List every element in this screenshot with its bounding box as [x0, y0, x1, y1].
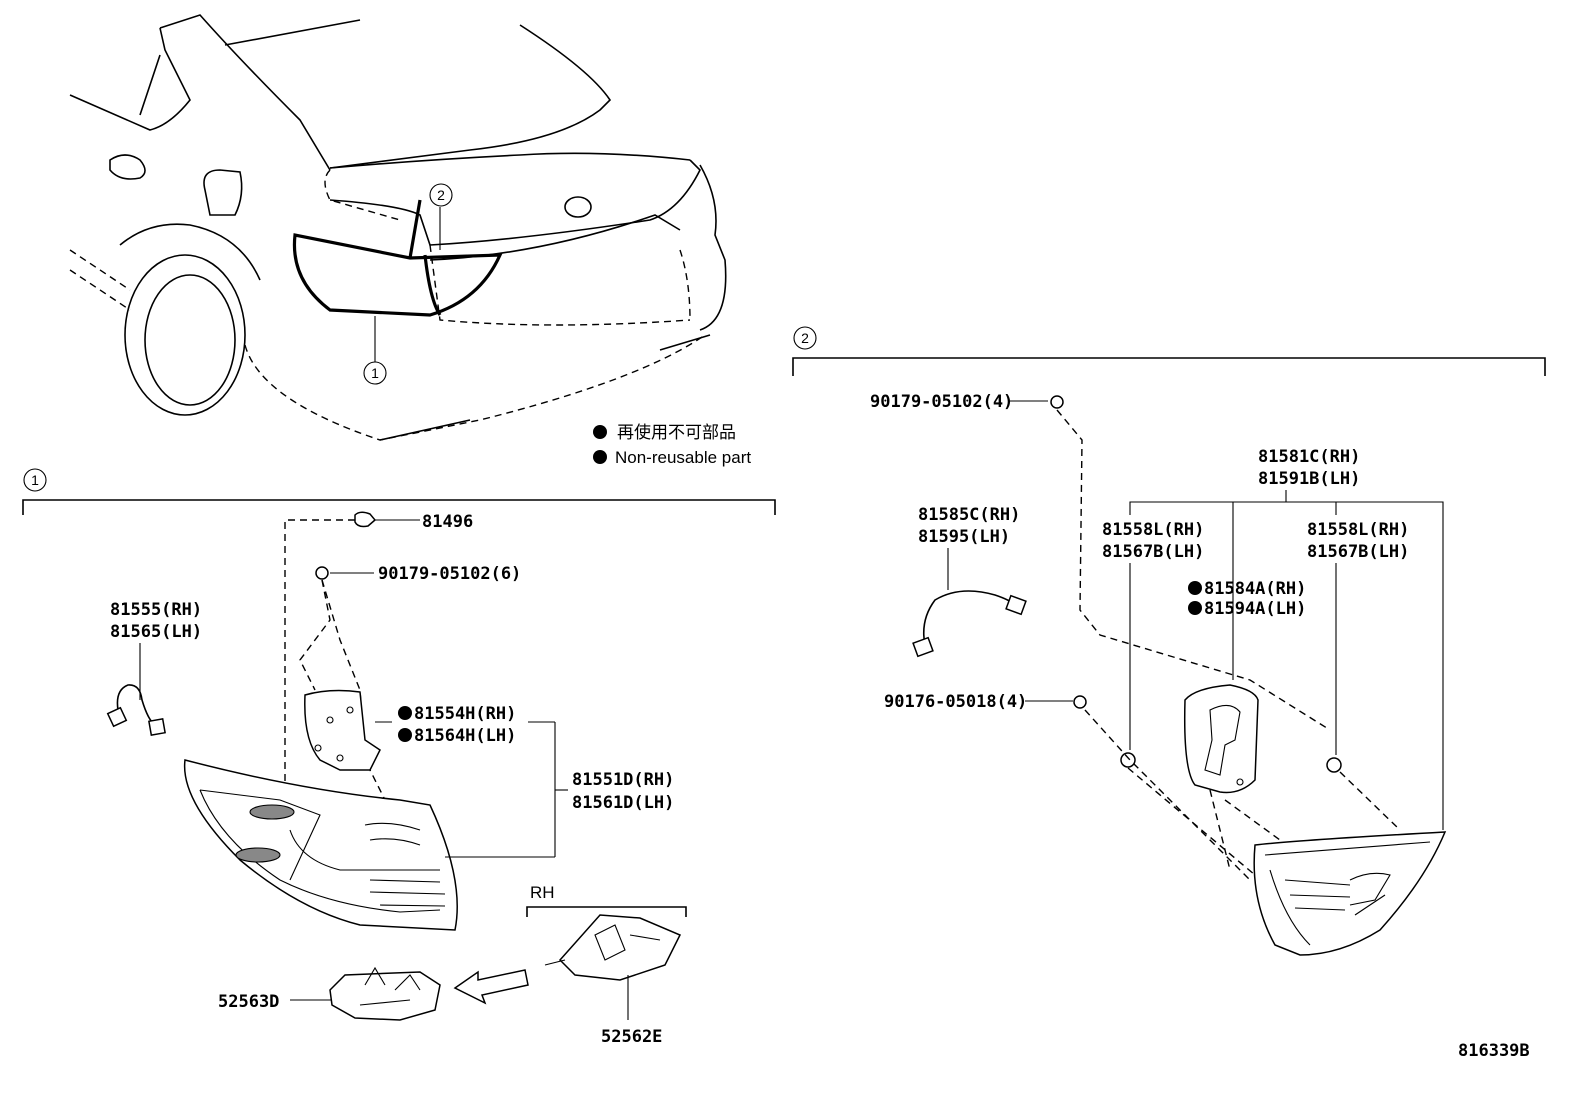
part-81554h-labels: 81554H(RH) 81564H(LH)	[398, 704, 555, 746]
section-2-header: 2	[792, 326, 1546, 376]
svg-text:90179-05102(4): 90179-05102(4)	[870, 392, 1013, 412]
svg-text:81595(LH): 81595(LH)	[918, 527, 1010, 547]
part-81555-81565: 81555(RH) 81565(LH)	[106, 600, 202, 736]
part-81496: 81496	[354, 511, 473, 532]
non-reusable-dot-icon	[1188, 581, 1202, 595]
part-90179-05102-4: 90179-05102(4)	[870, 392, 1064, 412]
legend: 再使用不可部品 Non-reusable part	[593, 422, 751, 467]
svg-text:81581C(RH): 81581C(RH)	[1258, 447, 1360, 467]
section-1-header: 1	[22, 468, 776, 515]
svg-text:81564H(LH): 81564H(LH)	[414, 726, 516, 746]
part-81551d-labels: 81551D(RH) 81561D(LH)	[572, 770, 674, 813]
part-81554h-gasket	[304, 689, 392, 771]
svg-text:81565(LH): 81565(LH)	[110, 622, 202, 642]
part-81584a-gasket	[1183, 684, 1259, 794]
part-81584a-labels: 81584A(RH) 81594A(LH)	[1188, 579, 1306, 619]
svg-text:81591B(LH): 81591B(LH)	[1258, 469, 1360, 489]
svg-text:90179-05102(6): 90179-05102(6)	[378, 564, 521, 584]
svg-text:81558L(RH): 81558L(RH)	[1102, 520, 1204, 540]
part-81558l-left: 81558L(RH) 81567B(LH)	[1102, 520, 1204, 768]
legend-english: Non-reusable part	[615, 448, 751, 467]
non-reusable-dot-icon	[398, 728, 412, 742]
rh-label: RH	[530, 883, 555, 902]
part-81551d-tail-lamp	[183, 722, 568, 931]
non-reusable-dot-icon	[593, 425, 607, 439]
svg-text:81496: 81496	[422, 512, 473, 532]
direction-arrow-icon	[453, 969, 529, 1005]
part-52563d: 52563D	[218, 966, 441, 1021]
svg-text:52562E: 52562E	[601, 1027, 662, 1047]
non-reusable-dot-icon	[1188, 601, 1202, 615]
car-rear-illustration	[69, 14, 727, 441]
part-90179-05102-6: 90179-05102(6)	[315, 564, 521, 584]
svg-text:81594A(LH): 81594A(LH)	[1204, 599, 1306, 619]
svg-text:1: 1	[371, 365, 379, 381]
svg-text:81585C(RH): 81585C(RH)	[918, 505, 1020, 525]
rh-bracket-group: RH 52562E	[526, 883, 687, 1047]
part-81581c-labels: 81581C(RH) 81591B(LH)	[1129, 447, 1444, 830]
callout-2-car: 2	[429, 183, 453, 207]
svg-text:81558L(RH): 81558L(RH)	[1307, 520, 1409, 540]
part-90176-05018: 90176-05018(4)	[884, 692, 1087, 712]
svg-text:81554H(RH): 81554H(RH)	[414, 704, 516, 724]
svg-text:2: 2	[437, 187, 445, 203]
svg-text:52563D: 52563D	[218, 992, 279, 1012]
svg-text:2: 2	[801, 330, 809, 346]
svg-text:90176-05018(4): 90176-05018(4)	[884, 692, 1027, 712]
svg-text:81567B(LH): 81567B(LH)	[1307, 542, 1409, 562]
svg-text:1: 1	[31, 472, 39, 488]
figure-id: 816339B	[1458, 1041, 1530, 1061]
svg-text:81555(RH): 81555(RH)	[110, 600, 202, 620]
non-reusable-dot-icon	[398, 706, 412, 720]
callout-1-car: 1	[363, 361, 387, 385]
non-reusable-dot-icon	[593, 450, 607, 464]
svg-text:81567B(LH): 81567B(LH)	[1102, 542, 1204, 562]
part-81585c-81595: 81585C(RH) 81595(LH)	[912, 505, 1027, 658]
svg-text:81561D(LH): 81561D(LH)	[572, 793, 674, 813]
legend-japanese: 再使用不可部品	[617, 422, 736, 442]
svg-text:81584A(RH): 81584A(RH)	[1204, 579, 1306, 599]
part-81558l-right: 81558L(RH) 81567B(LH)	[1307, 520, 1409, 773]
part-81581c-inner-lamp	[1253, 831, 1447, 956]
svg-text:81551D(RH): 81551D(RH)	[572, 770, 674, 790]
